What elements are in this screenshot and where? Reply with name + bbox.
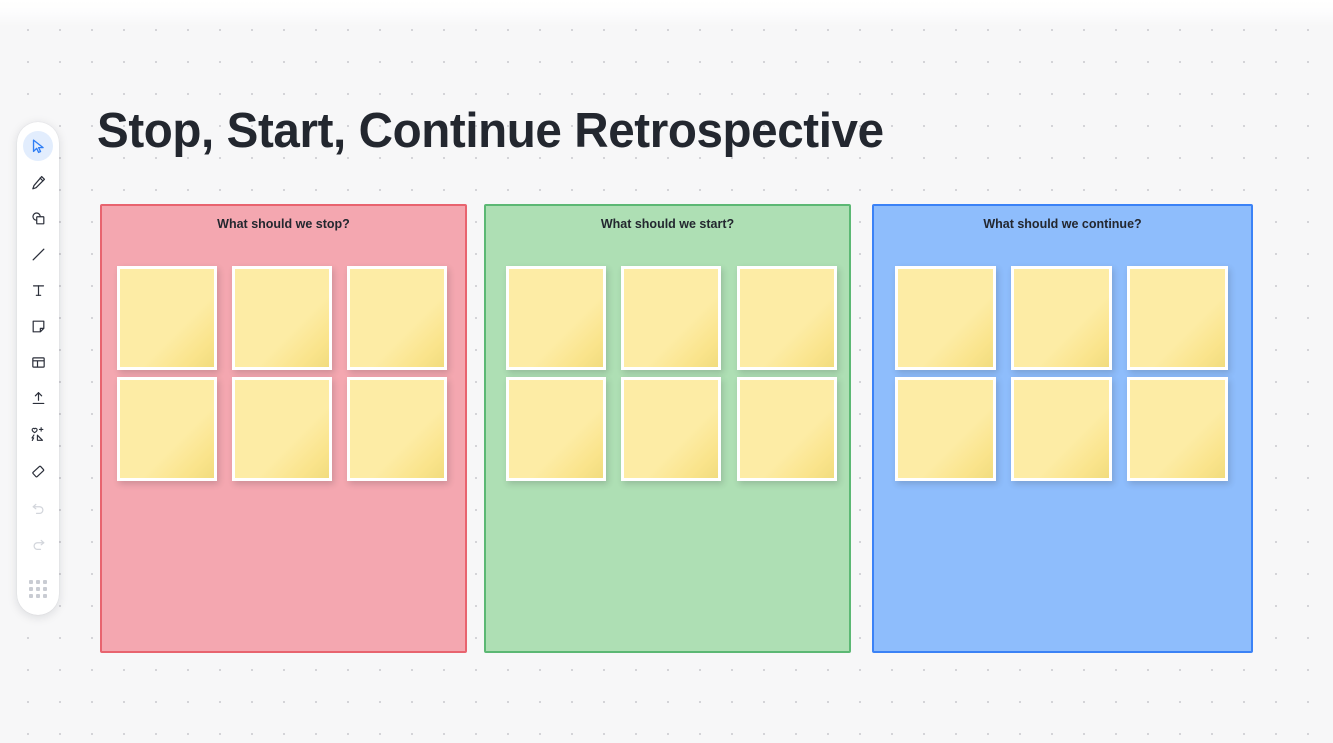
sticky-note[interactable]	[895, 266, 996, 370]
magic-shape-icon	[29, 425, 47, 443]
column-continue[interactable]: What should we continue?	[872, 204, 1253, 653]
sticky-note[interactable]	[117, 266, 217, 370]
sticky-note[interactable]	[1127, 377, 1228, 481]
sticky-note[interactable]	[737, 266, 837, 370]
column-stop-title: What should we stop?	[217, 217, 350, 231]
sticky-note[interactable]	[737, 377, 837, 481]
sticky-note[interactable]	[1011, 266, 1112, 370]
tool-templates[interactable]	[23, 419, 53, 449]
sticky-note[interactable]	[621, 377, 721, 481]
tool-text[interactable]	[23, 275, 53, 305]
shapes-icon	[30, 210, 47, 227]
redo-icon	[30, 536, 47, 553]
sticky-note[interactable]	[117, 377, 217, 481]
sticky-note[interactable]	[347, 266, 447, 370]
tool-upload[interactable]	[23, 383, 53, 413]
tool-frame[interactable]	[23, 347, 53, 377]
undo-icon	[30, 500, 47, 517]
page-title: Stop, Start, Continue Retrospective	[97, 104, 884, 158]
sticky-note[interactable]	[506, 266, 606, 370]
column-stop[interactable]: What should we stop?	[100, 204, 467, 653]
tool-line[interactable]	[23, 239, 53, 269]
tool-draw[interactable]	[23, 167, 53, 197]
eraser-icon	[30, 462, 47, 479]
sticky-note[interactable]	[895, 377, 996, 481]
upload-icon	[30, 390, 47, 407]
sticky-note[interactable]	[1127, 266, 1228, 370]
sticky-note[interactable]	[347, 377, 447, 481]
tool-palette	[17, 122, 59, 615]
line-icon	[30, 246, 47, 263]
column-continue-title: What should we continue?	[983, 217, 1142, 231]
text-icon	[30, 282, 47, 299]
tool-redo[interactable]	[23, 529, 53, 559]
tool-shapes[interactable]	[23, 203, 53, 233]
tool-sticky-note[interactable]	[23, 311, 53, 341]
sticky-note[interactable]	[232, 266, 332, 370]
column-start-title: What should we start?	[600, 217, 735, 231]
sticky-note[interactable]	[232, 377, 332, 481]
sticky-note-icon	[30, 318, 47, 335]
frame-icon	[30, 354, 47, 371]
tool-eraser[interactable]	[23, 455, 53, 485]
cursor-icon	[30, 138, 47, 155]
top-gradient-overlay	[0, 0, 1333, 26]
sticky-note[interactable]	[1011, 377, 1112, 481]
sticky-note[interactable]	[506, 377, 606, 481]
tool-undo[interactable]	[23, 493, 53, 523]
column-start[interactable]: What should we start?	[484, 204, 851, 653]
tool-select[interactable]	[23, 131, 53, 161]
tool-more[interactable]	[23, 574, 53, 604]
sticky-note[interactable]	[621, 266, 721, 370]
pencil-icon	[30, 174, 47, 191]
apps-grid-icon	[29, 580, 47, 598]
